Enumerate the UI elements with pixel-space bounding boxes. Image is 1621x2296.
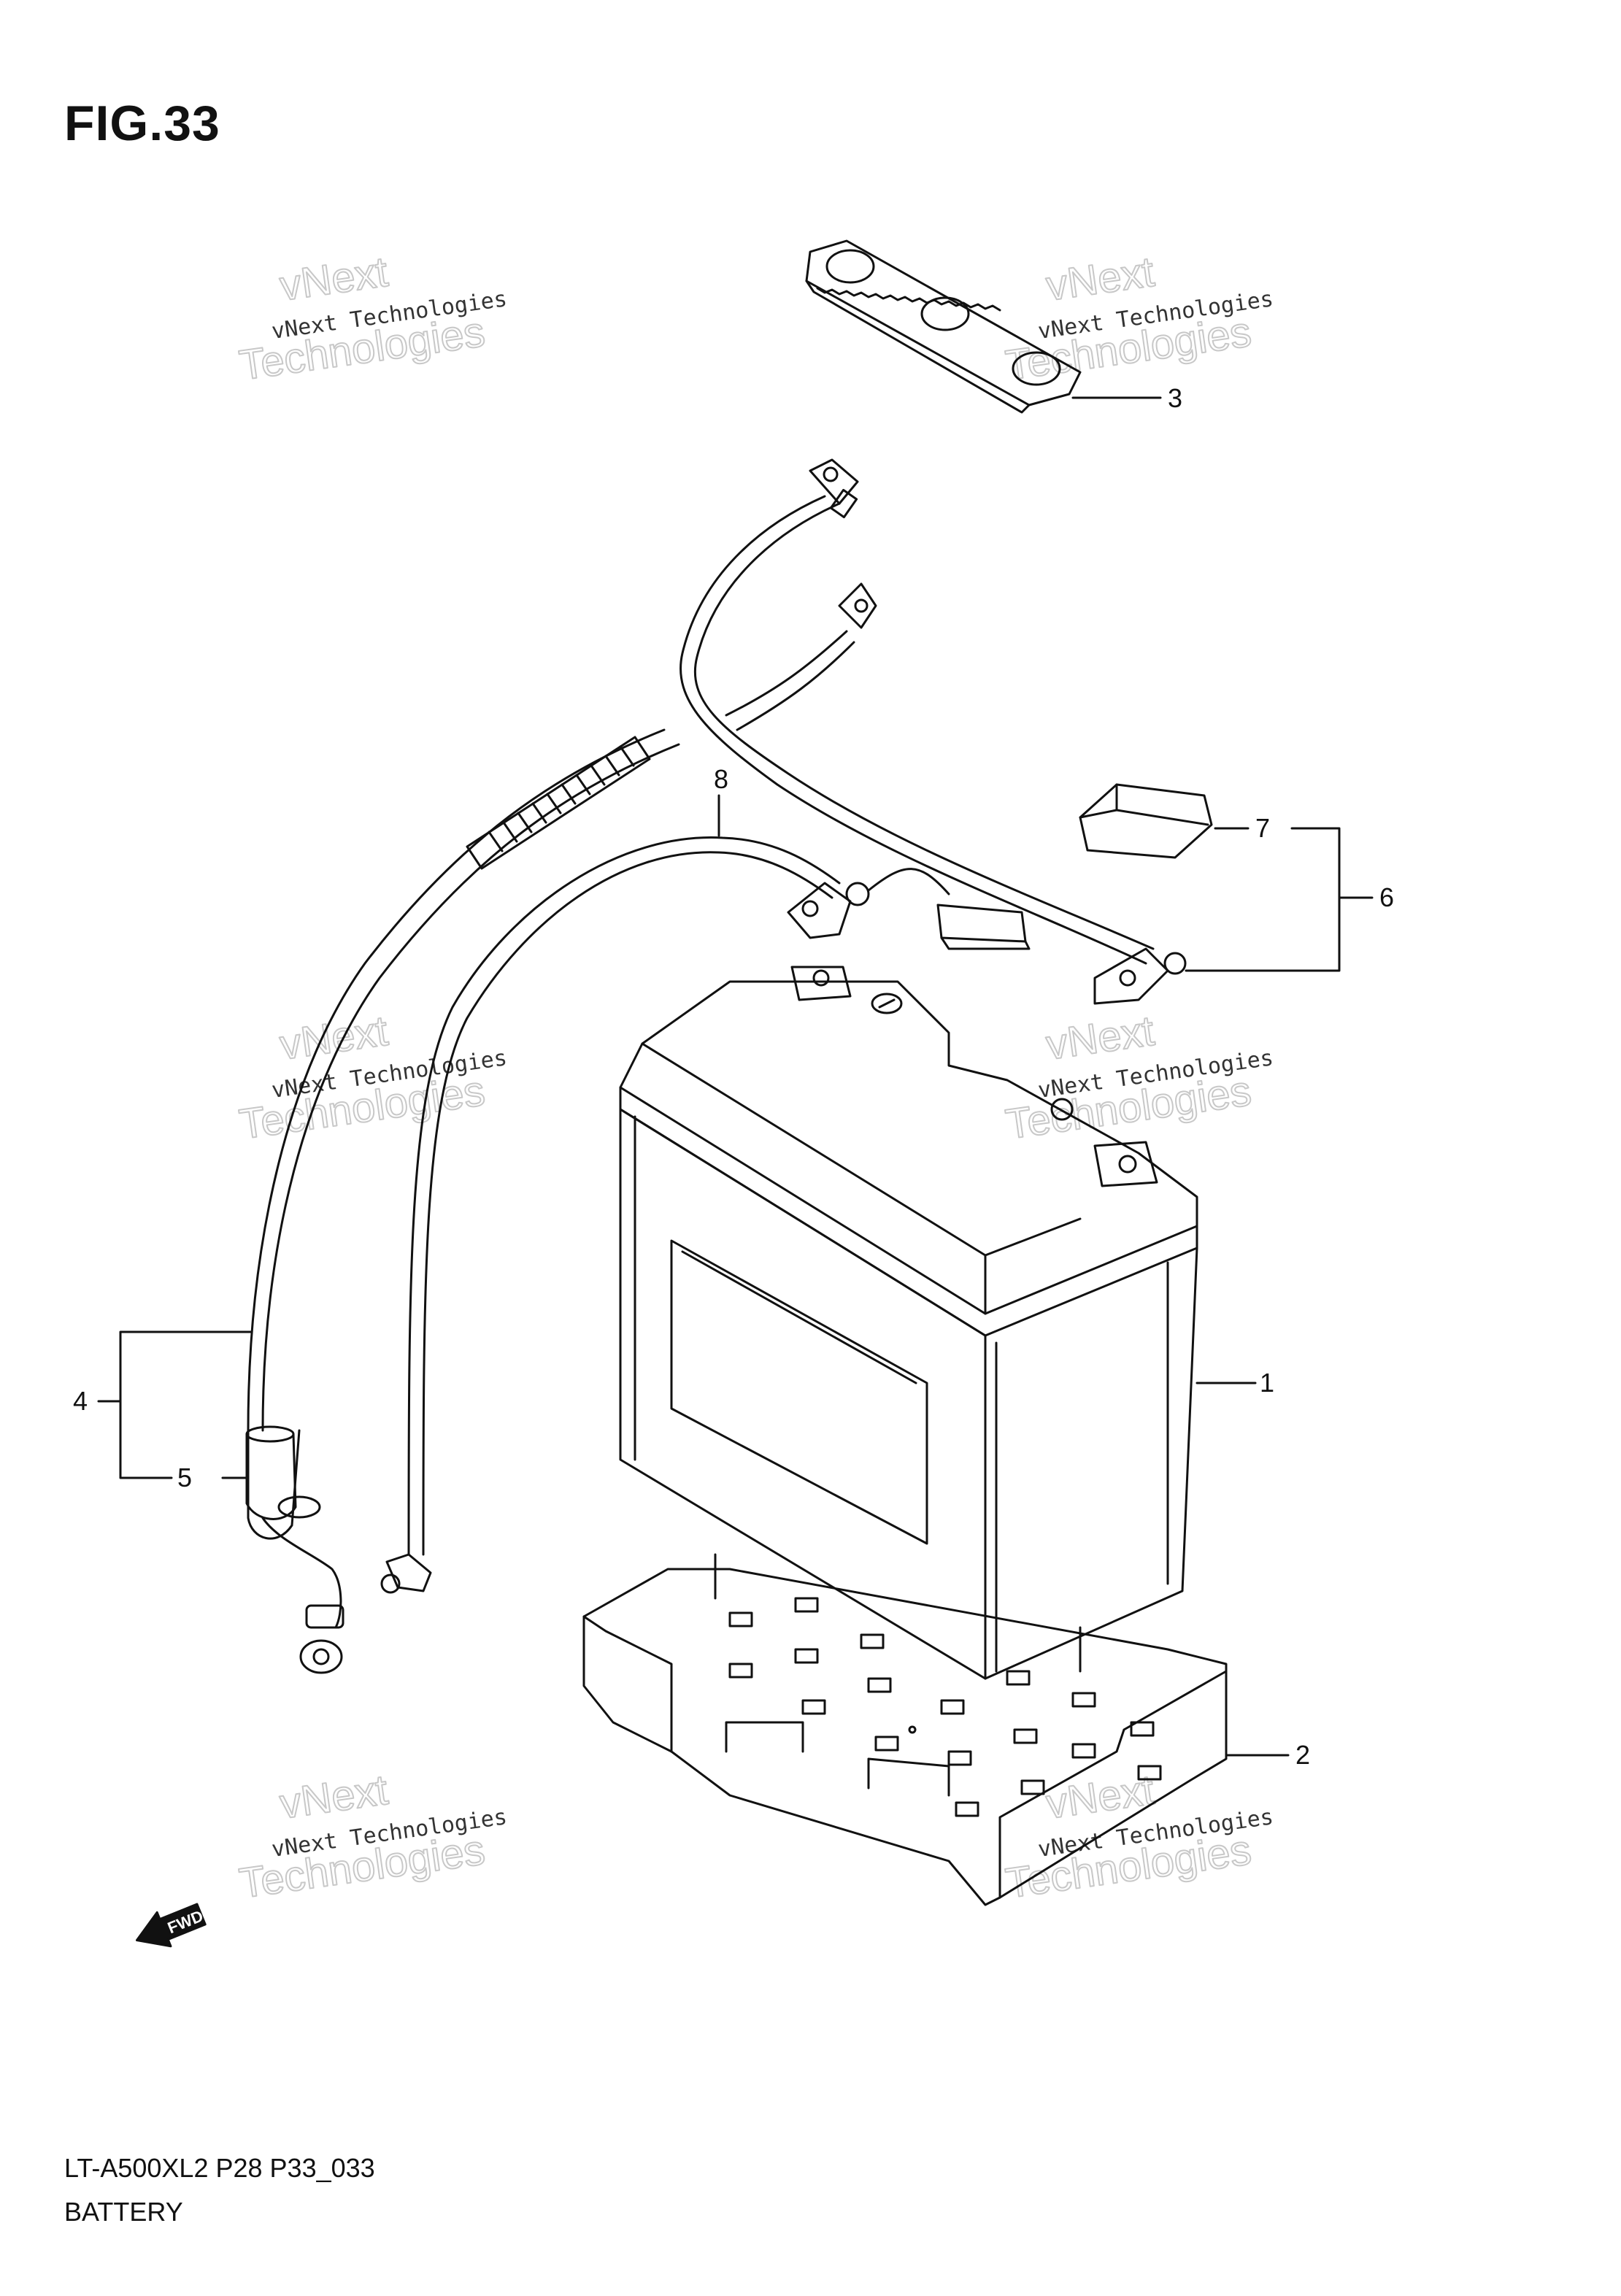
callout-4: 4	[73, 1386, 88, 1416]
callout-8: 8	[714, 764, 729, 794]
svg-text:vNext: vNext	[1043, 1007, 1157, 1069]
watermark: vNext vNext Technologies Technologies	[1002, 1765, 1275, 1908]
bracket-4-5	[97, 1330, 253, 1479]
svg-text:vNext: vNext	[277, 248, 390, 310]
forward-arrow-icon: FWD	[135, 1903, 207, 1948]
watermark-group: vNext vNext Technologies Technologies vN…	[236, 247, 1275, 1908]
terminal-cap	[1079, 783, 1213, 859]
watermark: vNext vNext Technologies Technologies	[236, 1006, 509, 1149]
callout-6: 6	[1379, 882, 1395, 912]
positive-cable	[679, 458, 1187, 1005]
svg-text:vNext: vNext	[1043, 1766, 1157, 1828]
figure-title: FIG.33	[64, 96, 220, 151]
callout-2: 2	[1295, 1740, 1311, 1770]
watermark: vNext vNext Technologies Technologies	[236, 1765, 509, 1908]
battery-lead-wire	[380, 836, 1031, 1594]
bracket-6	[1185, 827, 1374, 972]
section-name: BATTERY	[64, 2197, 183, 2227]
svg-text:vNext: vNext	[1043, 248, 1157, 310]
callout-3: 3	[1168, 383, 1183, 413]
battery	[619, 966, 1198, 1680]
watermark: vNext vNext Technologies Technologies	[1002, 1006, 1275, 1149]
callout-5: 5	[177, 1463, 193, 1492]
watermark: vNext vNext Technologies Technologies	[236, 247, 509, 390]
negative-cable	[247, 582, 877, 1674]
battery-tray	[582, 1553, 1228, 1906]
callout-1: 1	[1260, 1368, 1275, 1398]
model-code: LT-A500XL2 P28 P33_033	[64, 2153, 375, 2183]
watermark: vNext vNext Technologies Technologies	[1002, 247, 1275, 390]
svg-text:vNext: vNext	[277, 1766, 390, 1828]
terminal-cover-strip	[805, 239, 1082, 414]
cable-boot	[245, 1425, 321, 1520]
callout-7: 7	[1255, 813, 1271, 843]
